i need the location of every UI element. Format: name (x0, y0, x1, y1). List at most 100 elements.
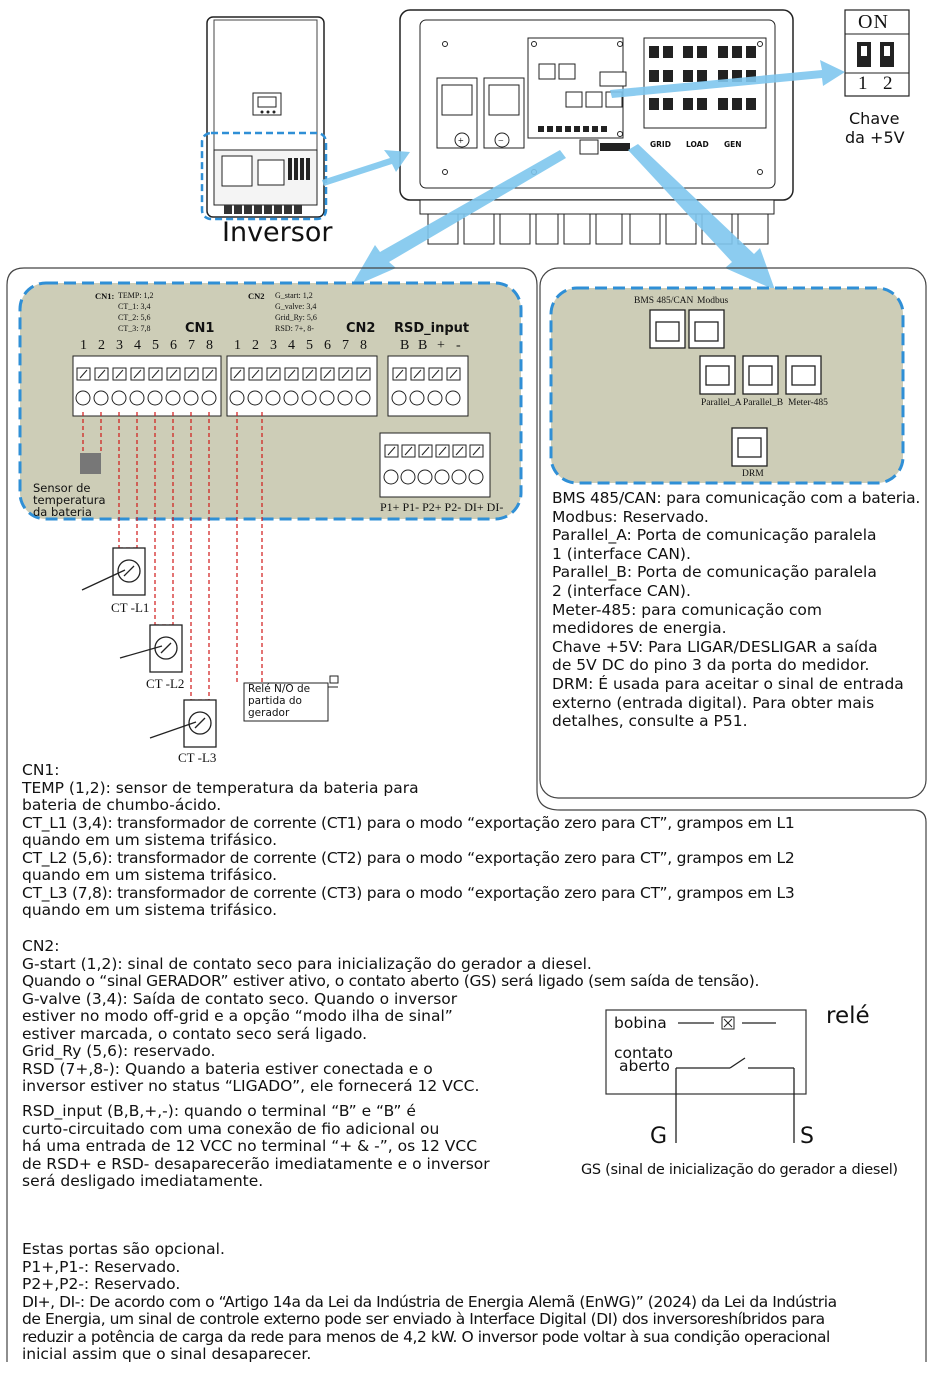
relay-caption: GS (sinal de inicialização do gerador a … (581, 1162, 898, 1178)
bottom-pin-labels: P1+ P1- P2+ P2- DI+ DI- (380, 500, 504, 514)
terminal-gen-label: GEN (724, 140, 742, 149)
cn2-line: estiver marcada, o contato seco será lig… (22, 1024, 368, 1043)
cn1-note-3: CT_3: 7,8 (118, 324, 151, 333)
sensor-label-3: da bateria (33, 505, 92, 519)
cn1-pin-4: 4 (134, 338, 141, 353)
cn2-pin-2: 2 (252, 338, 259, 353)
cn2-pin-6: 6 (324, 338, 331, 353)
cn2-pin-8: 8 (360, 338, 367, 353)
cn2-pin-7: 7 (342, 338, 349, 353)
comm-ports (649, 309, 822, 467)
cn1-line: CT_L2 (5,6): transformador de corrente (… (22, 848, 795, 867)
right-line: Meter-485: para comunicação com (552, 600, 822, 619)
right-line: Parallel_A: Porta de comunicação paralel… (552, 526, 877, 545)
switch-num-2: 2 (883, 73, 893, 94)
port-label-modbus: Modbus (697, 296, 729, 306)
right-line: externo (entrada digital). Para obter ma… (552, 693, 875, 712)
cn2-line: G-valve (3,4): Saída de contato seco. Qu… (22, 989, 458, 1008)
relay-g-label: G (650, 1124, 668, 1149)
switch-on-label: ON (858, 11, 889, 33)
switch-caption-2: da +5V (845, 128, 905, 147)
right-line: DRM: É usada para aceitar o sinal de ent… (552, 674, 904, 693)
cn1-note-0: TEMP: 1,2 (118, 291, 154, 300)
right-line: de 5V DC do pino 3 da porta do medidor. (552, 656, 870, 675)
rsd-input-title: RSD_input (394, 321, 470, 336)
port-label-meter: Meter-485 (788, 398, 828, 408)
switch-caption-1: Chave (849, 109, 900, 128)
bottom-glands (419, 199, 775, 245)
rsd-line: de RSD+ e RSD- desaparecerão imediatamen… (22, 1154, 490, 1173)
cn1-pin-1: 1 (80, 338, 87, 353)
port-label-parallel-b: Parallel_B (743, 398, 784, 408)
cn2-notes-head: CN2 (248, 291, 265, 301)
sensor-label-2: temperatura (33, 493, 106, 507)
temperature-sensor (80, 453, 101, 474)
rsd-pin-b1: B (400, 338, 410, 353)
cn2-line: Grid_Ry (5,6): reservado. (22, 1042, 216, 1060)
cn2-pin-3: 3 (270, 338, 277, 353)
cn2-title: CN2 (346, 321, 376, 336)
switch-num-1: 1 (858, 73, 868, 94)
rsd-line: RSD_input (B,B,+,-): quando o terminal “… (22, 1102, 416, 1120)
ct-l3-label: CT -L3 (178, 750, 217, 765)
optional-line: inicial assim que o sinal desaparecer. (22, 1345, 312, 1363)
rsd-line: curto-circuitado com uma conexão de fio … (22, 1119, 440, 1138)
blue-arrows (322, 60, 845, 290)
rsd-input-description: RSD_input (B,B,+,-): quando o terminal “… (22, 1102, 490, 1191)
cn2-description: CN2: G-start (1,2): sinal de contato sec… (22, 937, 760, 1096)
ct-clamps (81, 547, 217, 748)
cn1-line: CT_L1 (3,4): transformador de corrente (… (22, 813, 795, 832)
rsd-line: há uma entrada de 12 VCC no terminal “+ … (22, 1137, 478, 1155)
cn2-line: G-start (1,2): sinal de contato seco par… (22, 954, 592, 973)
right-line: Modbus: Reservado. (552, 507, 709, 526)
optional-line: reduzir a potência de carga da rede para… (22, 1327, 830, 1346)
cn1-line: quando em um sistema trifásico. (22, 901, 277, 919)
cn2-pin-5: 5 (306, 338, 313, 353)
cn2-line: Quando o “sinal GERADOR” estiver ativo, … (22, 972, 760, 990)
right-line: Chave +5V: Para LIGAR/DESLIGAR a saída (552, 637, 878, 656)
right-line: BMS 485/CAN: para comunicação com a bate… (552, 489, 921, 507)
svg-text:+: + (458, 136, 464, 147)
cn1-line: quando em um sistema trifásico. (22, 831, 277, 849)
relay-label-1: Relé N/O de (248, 683, 311, 695)
relay-title: relé (826, 1003, 870, 1029)
right-line: 2 (interface CAN). (552, 581, 691, 600)
cn2-note-1: G_valve: 3,4 (275, 302, 317, 311)
port-label-drm: DRM (742, 469, 764, 479)
cn1-line: bateria de chumbo-ácido. (22, 796, 222, 814)
right-line: 1 (interface CAN). (552, 544, 691, 563)
ct-l1-label: CT -L1 (111, 600, 150, 615)
rsd-pin-plus: + (437, 338, 445, 353)
right-line: detalhes, consulte a P51. (552, 712, 748, 731)
cn1-line: quando em um sistema trifásico. (22, 866, 277, 884)
cn1-title: CN1 (185, 321, 215, 336)
cn1-notes-head: CN1: (95, 291, 115, 301)
cn2-note-0: G_start: 1,2 (275, 291, 313, 300)
cn1-pin-5: 5 (152, 338, 159, 353)
cn1-note-1: CT_1: 3,4 (118, 302, 151, 311)
top-illustration: + − (200, 9, 910, 290)
cn1-pin-3: 3 (116, 338, 123, 353)
optional-ports-description: Estas portas são opcional. P1+,P1-: Rese… (22, 1240, 837, 1364)
p-di-terminal-block (379, 432, 491, 498)
cn1-pin-6: 6 (170, 338, 177, 353)
rsd-line: será desligado imediatamente. (22, 1172, 264, 1190)
terminal-blocks (72, 355, 491, 748)
port-label-parallel-a: Parallel_A (701, 398, 742, 408)
optional-line: Estas portas são opcional. (22, 1240, 225, 1258)
rsd-pin-minus: - (456, 338, 461, 353)
svg-text:−: − (498, 136, 504, 147)
relay-contact-label-2: aberto (619, 1057, 670, 1075)
sensor-label-1: Sensor de (33, 481, 91, 495)
cn1-pin-8: 8 (206, 338, 213, 353)
cn2-pin-4: 4 (288, 338, 295, 353)
optional-line: DI+, DI-: De acordo com o “Artigo 14a da… (22, 1292, 837, 1311)
cn1-note-2: CT_2: 5,6 (118, 313, 151, 322)
ct-l2-label: CT -L2 (146, 676, 185, 691)
right-line: Parallel_B: Porta de comunicação paralel… (552, 563, 877, 582)
dip-switch-illustration (844, 9, 910, 97)
cn1-description: CN1: TEMP (1,2): sensor de temperatura d… (22, 761, 795, 920)
optional-line: P2+,P2-: Reservado. (22, 1275, 181, 1293)
right-line: medidores de energia. (552, 619, 727, 638)
